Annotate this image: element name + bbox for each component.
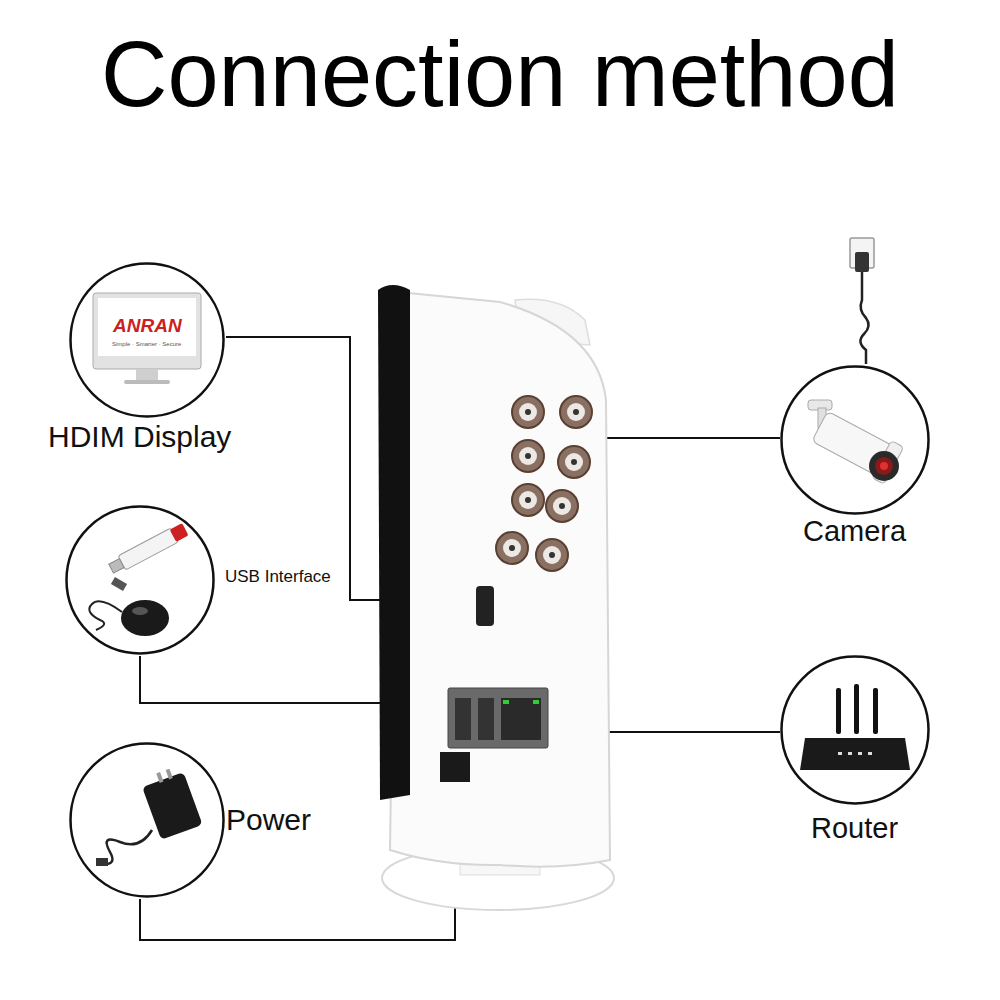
device-circle: USB Interface — [65, 505, 215, 655]
power-jack — [440, 752, 470, 782]
adapter-icon — [96, 765, 203, 866]
circle-outline — [780, 365, 930, 515]
circle-outline — [780, 655, 930, 805]
circle-outline — [69, 742, 225, 898]
circle-outline — [65, 505, 215, 655]
circle-outline — [69, 262, 225, 418]
title: Connection method — [101, 22, 899, 128]
camera-icon — [808, 400, 904, 484]
brand-tagline: Simple · Smarter · Secure — [112, 341, 181, 348]
device-circle: Camera — [780, 365, 930, 515]
usb-lan-ports — [448, 688, 548, 748]
router-icon — [800, 684, 910, 770]
usb-mouse-icon — [89, 522, 189, 636]
device-label: HDIM Display — [48, 420, 231, 455]
monitor-icon — [93, 293, 201, 384]
device-circle: HDIM Display — [69, 262, 225, 418]
device-circle: Router — [780, 655, 930, 805]
camera-power-cord — [850, 238, 874, 364]
device-label: Power — [226, 803, 311, 838]
hdmi-port — [476, 586, 494, 626]
device-label: Camera — [803, 515, 906, 548]
device-circle: Power — [69, 742, 225, 898]
device-label: Router — [811, 812, 898, 845]
bnc-ports — [496, 396, 592, 571]
brand-logo: ANRAN — [113, 315, 182, 337]
dvr-device — [378, 285, 614, 910]
device-label: USB Interface — [225, 567, 331, 587]
